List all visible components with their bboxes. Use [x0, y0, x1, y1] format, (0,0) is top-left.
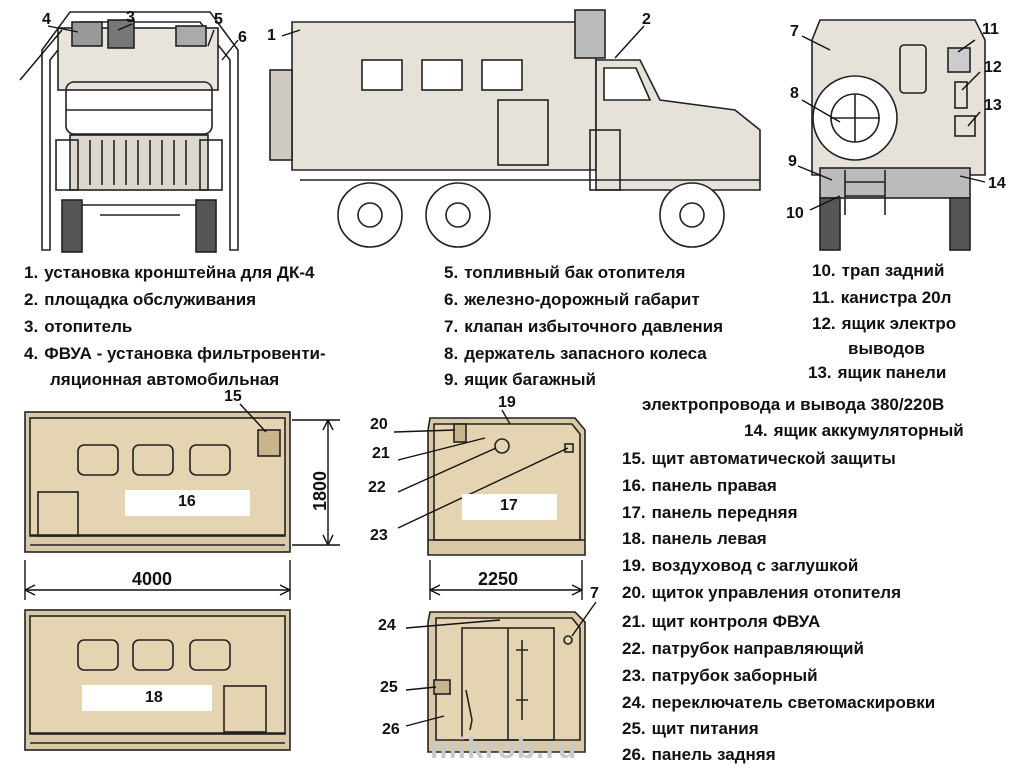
legend-item-12: 12.ящик электро — [812, 314, 957, 333]
legend-item-20: 20.щиток управления отопителя — [622, 583, 901, 602]
callout-4: 4 — [42, 11, 51, 28]
callout-5: 5 — [214, 11, 223, 28]
legend-item-24: 24.переключатель светомаскировки — [622, 693, 936, 712]
legend-item-4: 4.ФВУА - установка фильтровенти- — [24, 344, 326, 363]
callout-13: 13 — [984, 97, 1002, 114]
legend-item-25: 25.щит питания — [622, 719, 759, 738]
watermark: mikrob.ru — [430, 732, 578, 765]
legend-item-7: 7.клапан избыточного давления — [444, 317, 724, 336]
callout-23: 23 — [370, 527, 388, 544]
panel-left-drawing — [24, 609, 291, 751]
legend-item-2: 2.площадка обслуживания — [24, 290, 257, 309]
legend-item-18: 18.панель левая — [622, 529, 767, 548]
callout-12: 12 — [984, 59, 1002, 76]
legend-item-17: 17.панель передняя — [622, 503, 798, 522]
callout-21: 21 — [372, 445, 390, 462]
callout-25: 25 — [380, 679, 398, 696]
callout-8: 8 — [790, 85, 799, 102]
legend-item-8: 8.держатель запасного колеса — [444, 344, 707, 363]
legend-item-26: 26.панель задняя — [622, 745, 776, 764]
callout-16: 16 — [178, 493, 196, 510]
callout-22: 22 — [368, 479, 386, 496]
panel-right-label-box — [125, 490, 250, 516]
callout-19: 19 — [498, 394, 516, 411]
legend-item-5: 5.топливный бак отопителя — [444, 263, 686, 282]
callout-11: 11 — [982, 21, 999, 38]
callout-10: 10 — [786, 205, 804, 222]
legend-item-14: 14.ящик аккумуляторный — [744, 421, 964, 440]
panel-front-label-box — [462, 494, 557, 520]
legend-item-12-cont: выводов — [848, 339, 925, 358]
legend-item-23: 23.патрубок заборный — [622, 666, 818, 685]
legend-item-15: 15.щит автоматической защиты — [622, 449, 896, 468]
callout-20: 20 — [370, 416, 388, 433]
callout-18: 18 — [145, 689, 163, 706]
callout-9: 9 — [788, 153, 797, 170]
callout-1: 1 — [267, 27, 276, 44]
legend-item-13: 13.ящик панели — [808, 363, 947, 382]
callout-17: 17 — [500, 497, 518, 514]
legend-item-21: 21.щит контроля ФВУА — [622, 612, 821, 631]
panel-right-drawing — [24, 411, 291, 553]
legend-item-9: 9.ящик багажный — [444, 370, 596, 389]
legend-item-1: 1.установка кронштейна для ДК-4 — [24, 263, 315, 282]
callout-14: 14 — [988, 175, 1006, 192]
callout-6: 6 — [238, 29, 247, 46]
callout-2: 2 — [642, 11, 651, 28]
legend-item-10: 10.трап задний — [812, 261, 945, 280]
callout-24: 24 — [378, 617, 396, 634]
legend-item-13-cont: электропровода и вывода 380/220В — [642, 395, 945, 414]
panel-rear-drawing — [427, 611, 586, 753]
front-view-drawing — [41, 11, 239, 253]
legend-item-11: 11.канистра 20л — [812, 288, 952, 307]
panel-left-label-box — [82, 685, 212, 711]
legend-item-6: 6.железно-дорожный габарит — [444, 290, 700, 309]
legend-item-22: 22.патрубок направляющий — [622, 639, 864, 658]
legend-item-4-cont: ляционная автомобильная — [50, 370, 280, 389]
side-view-drawing — [269, 9, 761, 248]
callout-7-top: 7 — [790, 23, 799, 40]
callout-15: 15 — [224, 388, 242, 405]
callout-26: 26 — [382, 721, 400, 738]
dimension-length-4000: 4000 — [132, 569, 173, 589]
legend-item-19: 19.воздуховод с заглушкой — [622, 556, 859, 575]
callout-7-bottom: 7 — [590, 585, 599, 602]
dimension-height-1800: 1800 — [310, 470, 331, 512]
legend-item-16: 16.панель правая — [622, 476, 777, 495]
dimension-width-2250: 2250 — [478, 569, 519, 589]
legend-item-3: 3.отопитель — [24, 317, 133, 336]
rear-view-drawing — [811, 19, 986, 251]
panel-front-drawing — [427, 417, 586, 556]
callout-3: 3 — [126, 9, 135, 26]
